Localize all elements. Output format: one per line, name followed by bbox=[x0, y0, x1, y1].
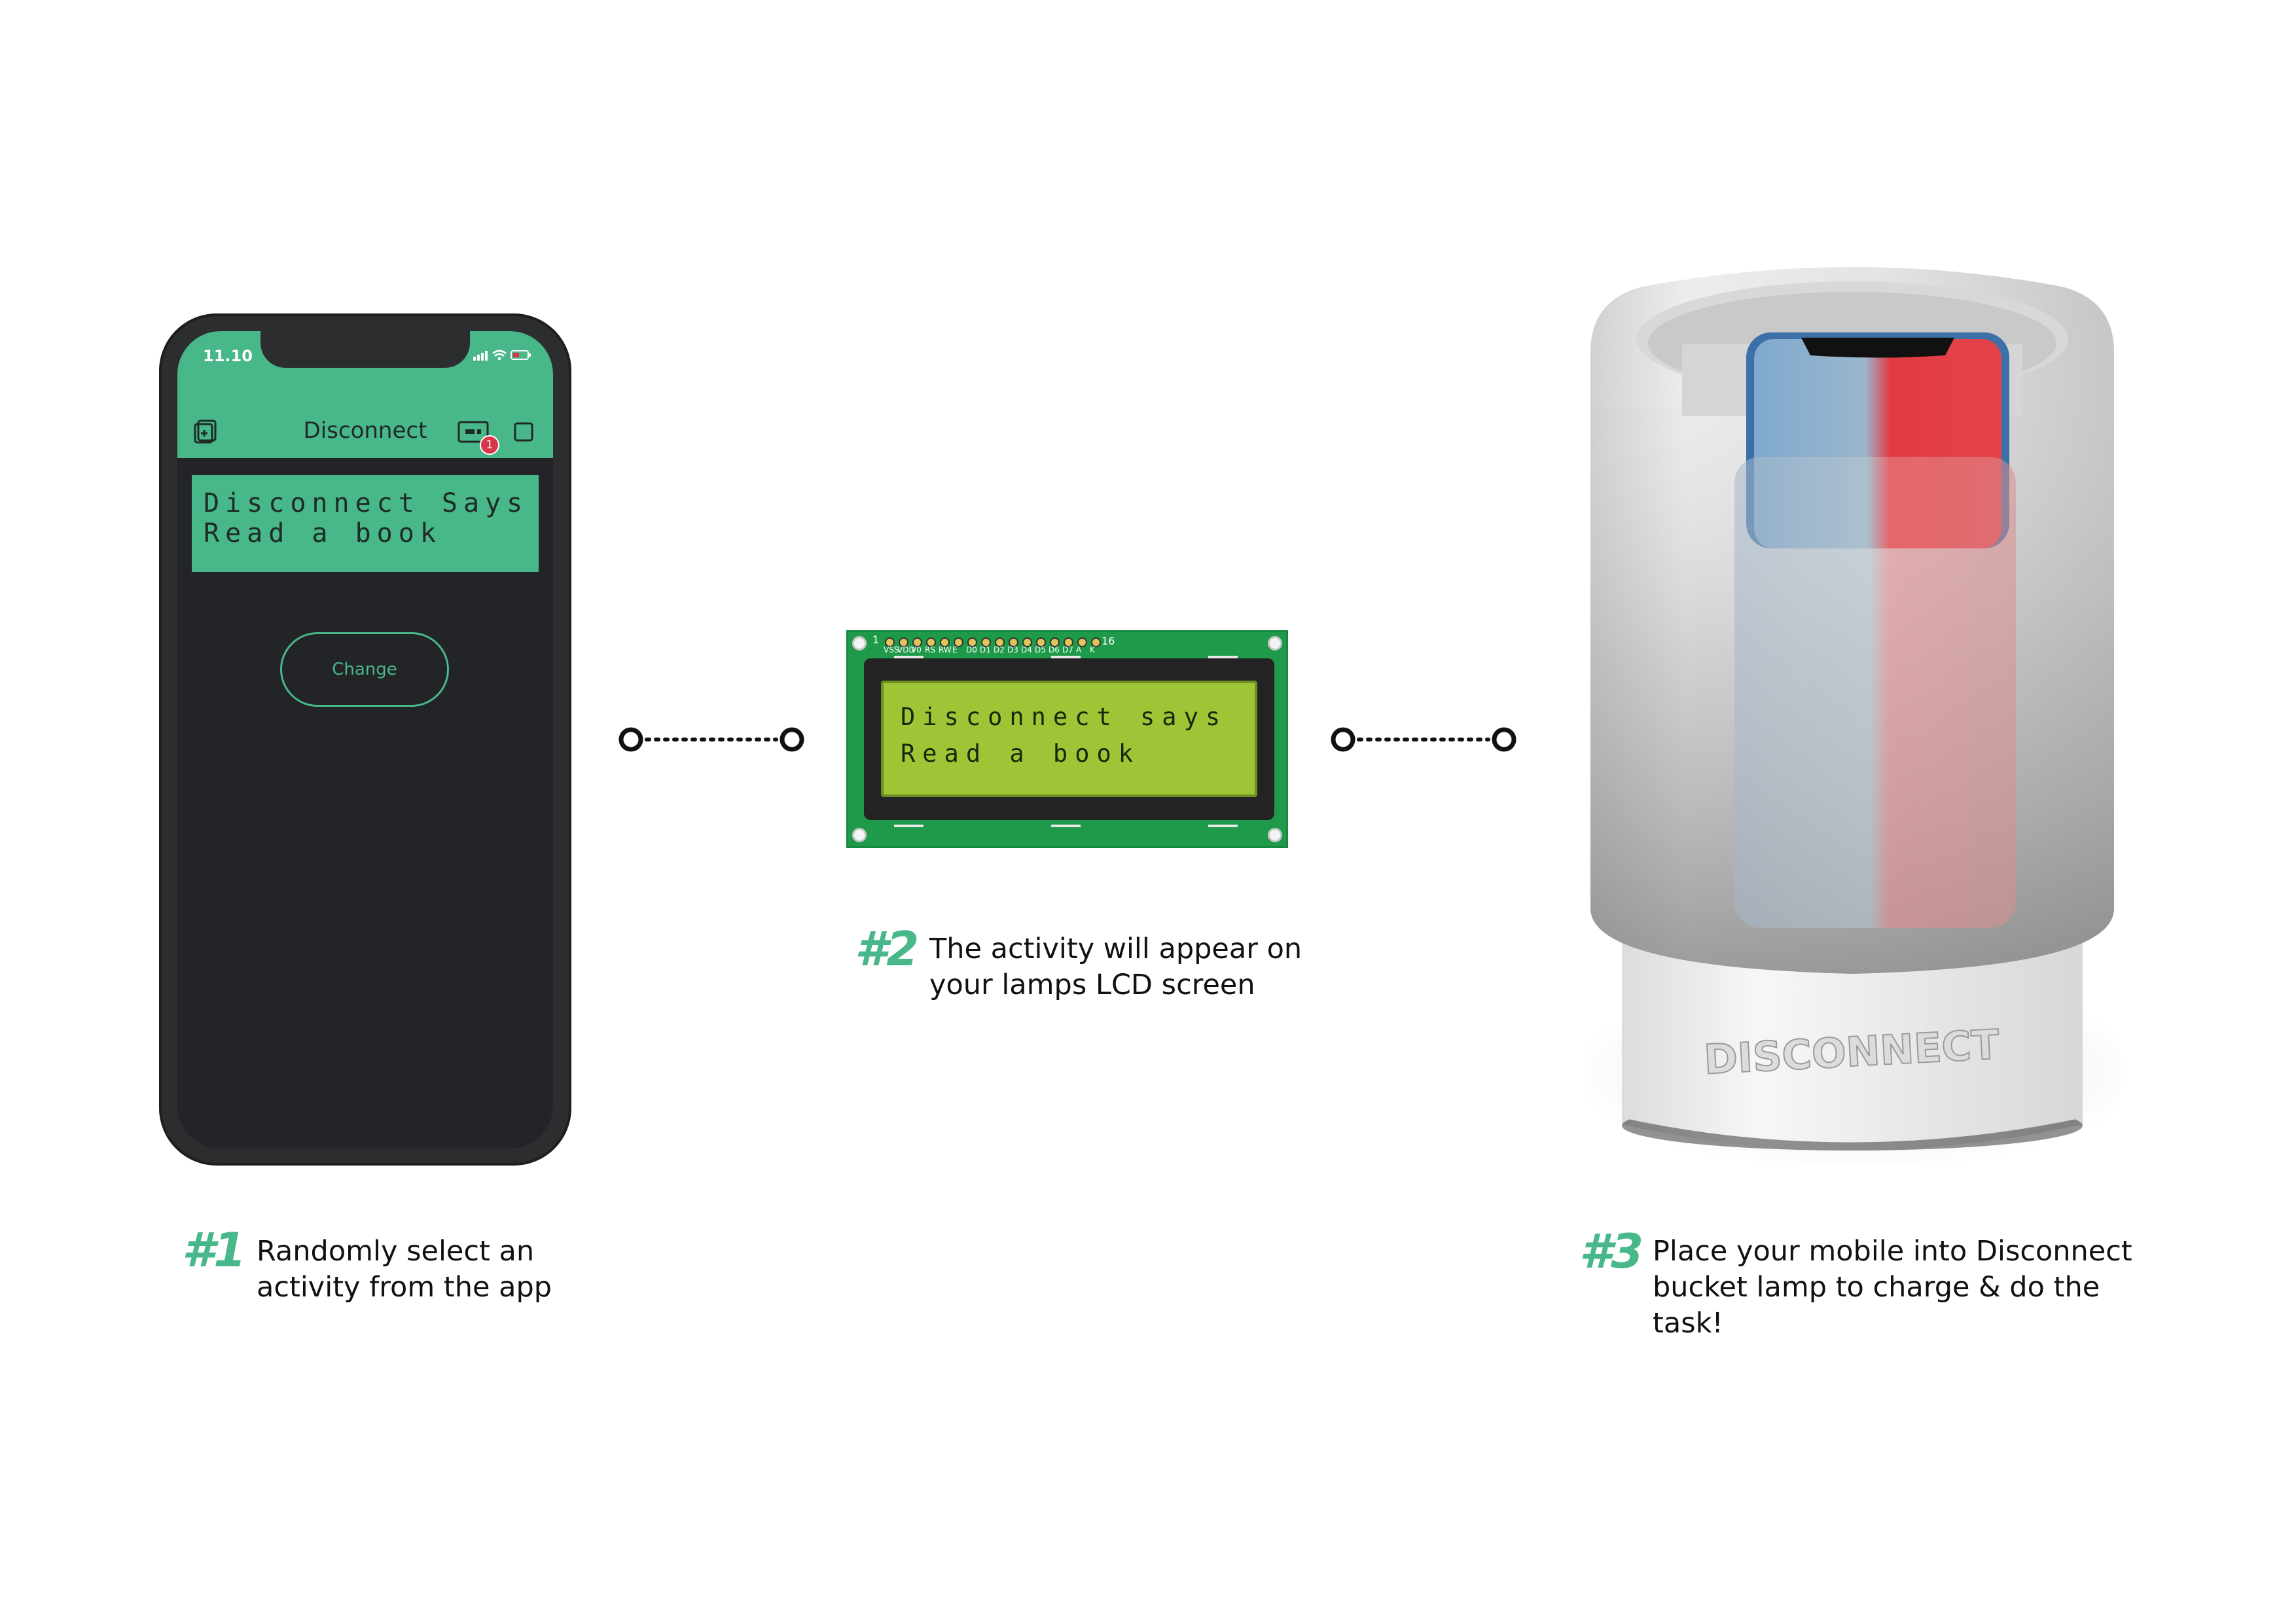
step-2-number: #2 bbox=[855, 921, 919, 976]
header-pin bbox=[1036, 637, 1046, 647]
notification-badge: 1 bbox=[480, 435, 499, 455]
silkscreen-mark bbox=[1051, 825, 1081, 827]
pin-label: A bbox=[1076, 645, 1082, 654]
pin-label: VDD bbox=[897, 645, 915, 654]
status-time: 11.10 bbox=[203, 347, 253, 365]
header-pin bbox=[981, 637, 991, 647]
battery-icon bbox=[511, 350, 531, 360]
silkscreen-mark bbox=[1051, 656, 1081, 658]
pin-label: D3 bbox=[1007, 645, 1018, 654]
silkscreen-mark bbox=[1208, 656, 1238, 658]
pin-label: E bbox=[952, 645, 958, 654]
mount-hole bbox=[1268, 636, 1282, 651]
pin-label: D1 bbox=[980, 645, 991, 654]
connector-2-to-3 bbox=[1331, 727, 1516, 752]
change-button[interactable]: Change bbox=[280, 632, 449, 707]
lcd-line-1: Disconnect says bbox=[901, 703, 1228, 731]
wifi-icon bbox=[492, 349, 507, 357]
status-icons bbox=[473, 349, 531, 361]
pin-label: D6 bbox=[1049, 645, 1060, 654]
phone-notch bbox=[260, 331, 470, 368]
pin-label: RW bbox=[939, 645, 952, 654]
pin-last-number: 16 bbox=[1102, 635, 1115, 647]
connector-1-to-2 bbox=[619, 727, 804, 752]
header-pin bbox=[899, 637, 908, 647]
header-pin bbox=[912, 637, 922, 647]
header-pin bbox=[926, 637, 936, 647]
pin-label: K bbox=[1090, 645, 1095, 654]
pin-label: RS bbox=[925, 645, 935, 654]
pin-label: D5 bbox=[1035, 645, 1046, 654]
step-1-caption-line-1: Randomly select an bbox=[257, 1235, 535, 1268]
pin-label: VSS bbox=[884, 645, 899, 654]
header-pin bbox=[995, 637, 1005, 647]
header-pin bbox=[885, 637, 895, 647]
header-pin bbox=[940, 637, 950, 647]
step-1-caption-line-2: activity from the app bbox=[257, 1271, 552, 1304]
mount-hole bbox=[1268, 828, 1282, 842]
header-pin bbox=[954, 637, 963, 647]
phone-screen: 11.10 Disconnect 1 Disconnect Says Read … bbox=[177, 331, 553, 1149]
header-pin bbox=[1022, 637, 1032, 647]
device-status-icon[interactable] bbox=[457, 418, 494, 448]
square-menu-icon[interactable] bbox=[513, 421, 534, 442]
app-lcd-line-2: Read a book bbox=[204, 518, 442, 548]
silkscreen-mark bbox=[1208, 825, 1238, 827]
pin-label: D2 bbox=[994, 645, 1005, 654]
header-pin bbox=[1064, 637, 1073, 647]
pin-label: D0 bbox=[966, 645, 977, 654]
step-1-number: #1 bbox=[182, 1222, 246, 1277]
header-pin bbox=[1077, 637, 1087, 647]
header-pin bbox=[967, 637, 977, 647]
header-pin bbox=[1050, 637, 1060, 647]
lcd-bezel: Disconnect says Read a book bbox=[864, 658, 1274, 820]
silkscreen-mark bbox=[894, 656, 924, 658]
app-lcd-line-1: Disconnect Says bbox=[204, 488, 529, 518]
step-3-number: #3 bbox=[1579, 1224, 1643, 1279]
lcd-line-2: Read a book bbox=[901, 740, 1141, 768]
header-pin bbox=[1091, 637, 1101, 647]
pin-first-number: 1 bbox=[872, 633, 880, 646]
step-2-caption-line-2: your lamps LCD screen bbox=[929, 969, 1255, 1001]
mount-hole bbox=[852, 828, 867, 842]
step-2-caption-line-1: The activity will appear on bbox=[929, 933, 1302, 965]
pin-label: D7 bbox=[1062, 645, 1073, 654]
silkscreen-mark bbox=[894, 825, 924, 827]
step-3-caption-line-1: Place your mobile into Disconnect bbox=[1653, 1235, 2132, 1268]
mount-hole bbox=[852, 636, 867, 651]
step-3-caption-line-3: task! bbox=[1653, 1307, 1723, 1340]
header-pin bbox=[1009, 637, 1018, 647]
lcd-screen: Disconnect says Read a book bbox=[881, 681, 1257, 797]
pin-label: V0 bbox=[911, 645, 922, 654]
app-title: Disconnect bbox=[303, 418, 427, 444]
signal-icon bbox=[473, 351, 488, 361]
step-3-caption-line-2: bucket lamp to charge & do the bbox=[1653, 1271, 2100, 1304]
device-icon[interactable] bbox=[193, 418, 219, 444]
disconnect-bucket-lamp: DISCONNECT bbox=[1584, 267, 2121, 1164]
app-lcd-widget: Disconnect Says Read a book bbox=[192, 475, 539, 572]
pin-label: D4 bbox=[1021, 645, 1032, 654]
